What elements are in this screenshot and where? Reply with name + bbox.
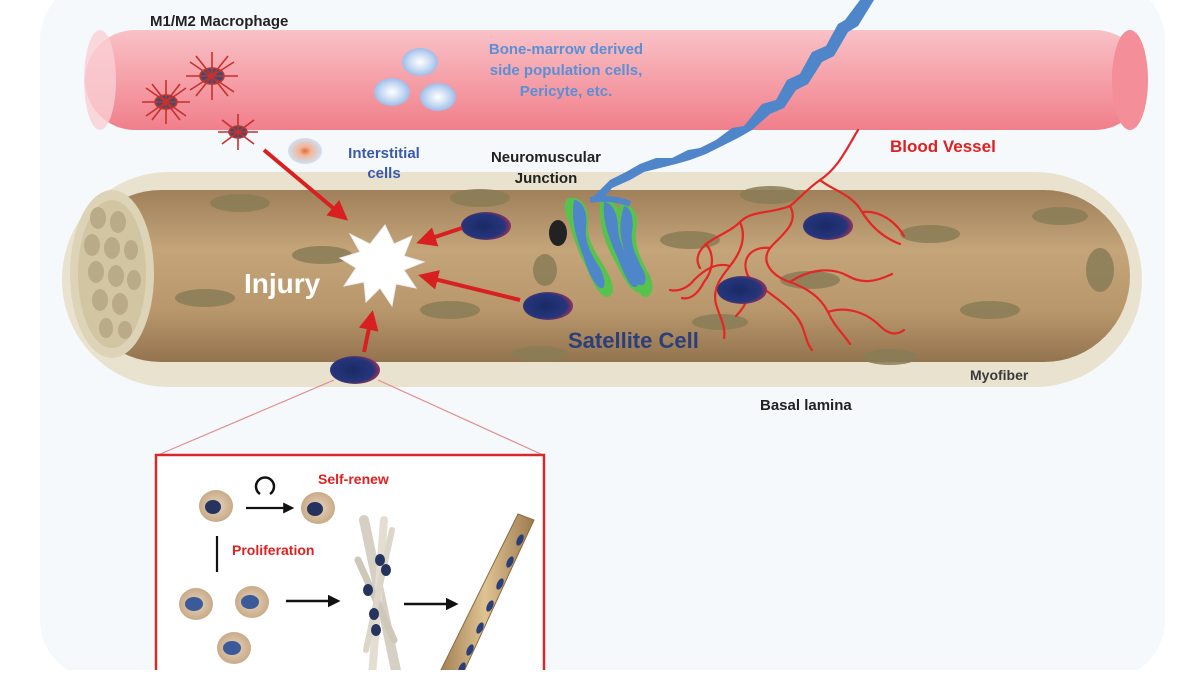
label-injury: Injury [244, 268, 321, 299]
satellite-cell [461, 212, 511, 240]
macrophages [142, 52, 258, 150]
nerve-axon [590, 0, 874, 202]
macrophage-cell [142, 80, 190, 124]
macrophage-cell [218, 114, 258, 150]
label-bone-marrow-line3: Pericyte, etc. [520, 83, 613, 100]
myoblasts [354, 515, 403, 675]
self-renew-icon [254, 476, 276, 496]
injury-arrows [262, 148, 521, 353]
neuromuscular-junction [549, 195, 653, 297]
satellite-cell [717, 276, 767, 304]
proliferating-cells [179, 586, 269, 664]
label-nmj-line2: Junction [515, 170, 578, 187]
zoom-lines [157, 379, 544, 456]
interstitial-cell [288, 138, 322, 164]
label-self-renew: Self-renew [318, 471, 389, 487]
bone-marrow-cells [374, 48, 456, 111]
label-interstitial: Interstitial cells [348, 145, 420, 182]
satellite-cell-activated [330, 356, 380, 384]
label-myofiber: Myofiber [970, 367, 1029, 383]
label-interstitial-line1: Interstitial [348, 145, 420, 162]
label-macrophage: M1/M2 Macrophage [150, 13, 288, 30]
label-nmj: Neuromuscular Junction [491, 149, 601, 187]
label-satellite-cell: Satellite Cell [568, 328, 699, 353]
myofibril-bundle [84, 207, 141, 339]
blood-vessel [84, 30, 1148, 130]
inset-contents [179, 476, 535, 675]
injury-starburst [338, 224, 426, 308]
label-bone-marrow: Bone-marrow derived side population cell… [489, 41, 643, 100]
label-blood-vessel: Blood Vessel [890, 137, 996, 156]
satellite-cell [803, 212, 853, 240]
label-basal-lamina: Basal lamina [760, 397, 852, 414]
satellite-cells [330, 212, 853, 384]
label-bone-marrow-line2: side population cells, [490, 62, 643, 79]
label-interstitial-line2: cells [367, 165, 400, 182]
satellite-cell [523, 292, 573, 320]
differentiation-inset [154, 453, 546, 675]
macrophage-cell [186, 52, 238, 100]
myonuclei [175, 186, 1114, 365]
label-proliferation: Proliferation [232, 542, 314, 558]
capillary-network [668, 128, 906, 352]
label-nmj-line1: Neuromuscular [491, 149, 601, 166]
label-bone-marrow-line1: Bone-marrow derived [489, 41, 643, 58]
